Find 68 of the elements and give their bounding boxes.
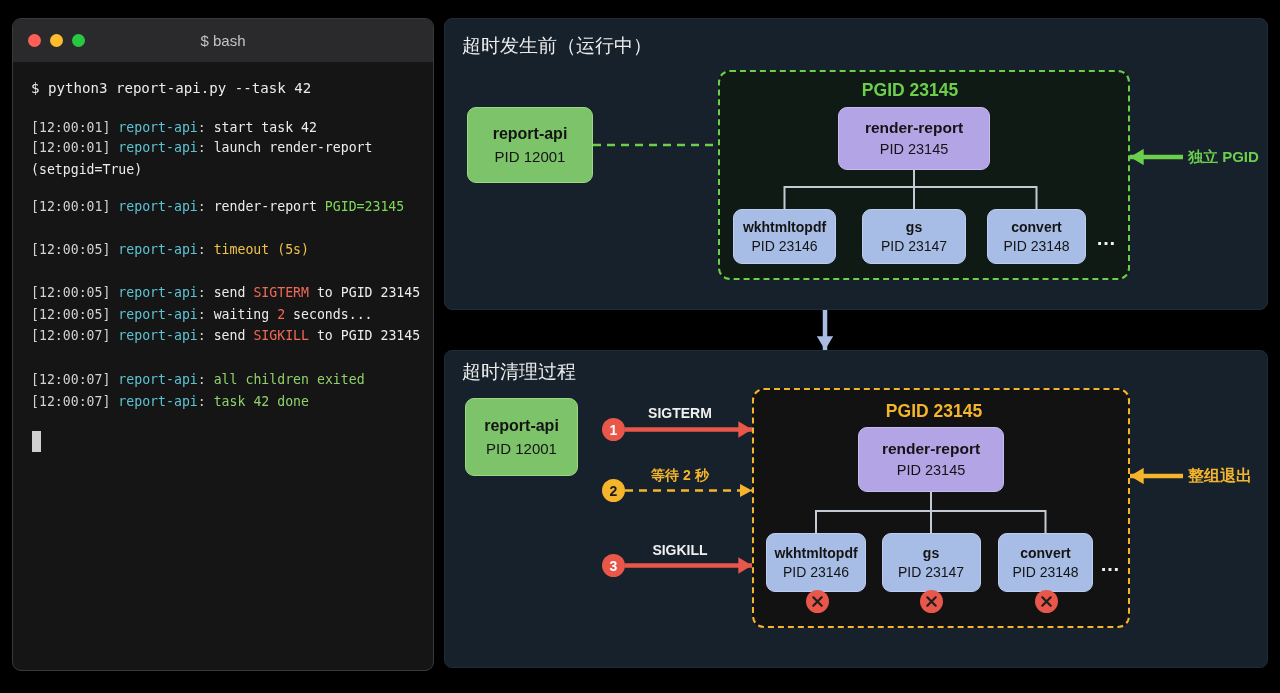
edge-label: SIGTERM xyxy=(648,404,712,422)
process-name: gs xyxy=(905,218,923,236)
log-line: [12:00:01] report-api: launch render-report (setpgid=True) xyxy=(31,139,374,179)
process-box xyxy=(838,107,990,170)
process-name: report-api xyxy=(484,416,559,435)
process-box xyxy=(862,209,966,264)
process-box xyxy=(465,398,578,476)
pid-label: PID 23148 xyxy=(1003,237,1070,255)
pid-label: PID 23147 xyxy=(897,563,965,581)
group-box xyxy=(752,388,1130,628)
terminal-window xyxy=(12,18,434,671)
pid-label: PID 23146 xyxy=(782,563,850,581)
log-line: [12:00:05] report-api: send SIGTERM to PGID 23145 xyxy=(31,284,421,303)
group-box xyxy=(718,70,1130,280)
arrow xyxy=(625,557,752,574)
edge-label: 等待 2 秒 xyxy=(651,466,709,484)
log-line: [12:00:05] report-api: waiting 2 seconds... xyxy=(31,306,373,325)
process-box xyxy=(987,209,1086,264)
log-line: [12:00:01] report-api: start task 42 xyxy=(31,119,317,138)
process-box xyxy=(858,427,1004,492)
arrow xyxy=(1130,148,1183,166)
panel-heading: 超时清理过程 xyxy=(462,360,576,384)
process-box xyxy=(766,533,866,592)
process-box xyxy=(998,533,1093,592)
connector-line xyxy=(782,169,1039,210)
pid-label: PID 23146 xyxy=(751,237,818,255)
process-box xyxy=(881,533,981,592)
pid-label: PID 23145 xyxy=(896,461,966,479)
log-line: [12:00:07] report-api: task 42 done xyxy=(31,393,309,412)
process-name: render-report xyxy=(864,119,964,138)
pid-label: PID 23145 xyxy=(879,140,949,158)
connector-line xyxy=(814,491,1048,534)
log-line: [12:00:07] report-api: all children exited xyxy=(31,371,365,390)
process-name: gs xyxy=(922,544,940,562)
process-name: convert xyxy=(1011,218,1062,236)
callout-text: 整组退出 xyxy=(1183,464,1252,488)
pid-label: PID 12001 xyxy=(486,440,557,458)
log-line: [12:00:05] report-api: timeout (5s) xyxy=(31,241,309,260)
edge-label: SIGKILL xyxy=(652,541,708,559)
arrow xyxy=(816,310,834,350)
window-title: $ bash xyxy=(200,32,246,50)
group-title: PGID 23145 xyxy=(861,79,959,101)
process-name: report-api xyxy=(492,124,568,143)
ellipsis: … xyxy=(1096,227,1116,249)
process-name: wkhtmltopdf xyxy=(774,544,858,562)
log-line: [12:00:01] report-api: render-report PGID=23145 xyxy=(31,198,405,217)
ellipsis: … xyxy=(1100,553,1120,575)
pid-label: PID 23148 xyxy=(1012,563,1079,581)
pid-label: PID 23147 xyxy=(880,237,948,255)
process-box xyxy=(733,209,836,264)
panel-heading: 超时发生前（运行中） xyxy=(462,34,652,58)
arrow xyxy=(1130,467,1183,485)
panel xyxy=(444,350,1268,668)
process-name: convert xyxy=(1020,544,1071,562)
pid-label: PID 12001 xyxy=(494,148,566,166)
step-circle: 1 xyxy=(602,418,625,441)
step-circle: 2 xyxy=(602,479,625,502)
arrow xyxy=(625,421,752,438)
process-name: render-report xyxy=(881,440,981,459)
group-title: PGID 23145 xyxy=(885,400,983,422)
panel xyxy=(444,18,1268,310)
step-circle: 3 xyxy=(602,554,625,577)
command-line: $ python3 report-api.py --task 42 xyxy=(31,79,312,99)
arrow xyxy=(625,484,752,497)
log-line: [12:00:07] report-api: send SIGKILL to PGID 23145 xyxy=(31,327,421,346)
process-box xyxy=(467,107,593,183)
callout-text: 独立 PGID xyxy=(1183,145,1259,169)
process-name: wkhtmltopdf xyxy=(742,218,827,236)
